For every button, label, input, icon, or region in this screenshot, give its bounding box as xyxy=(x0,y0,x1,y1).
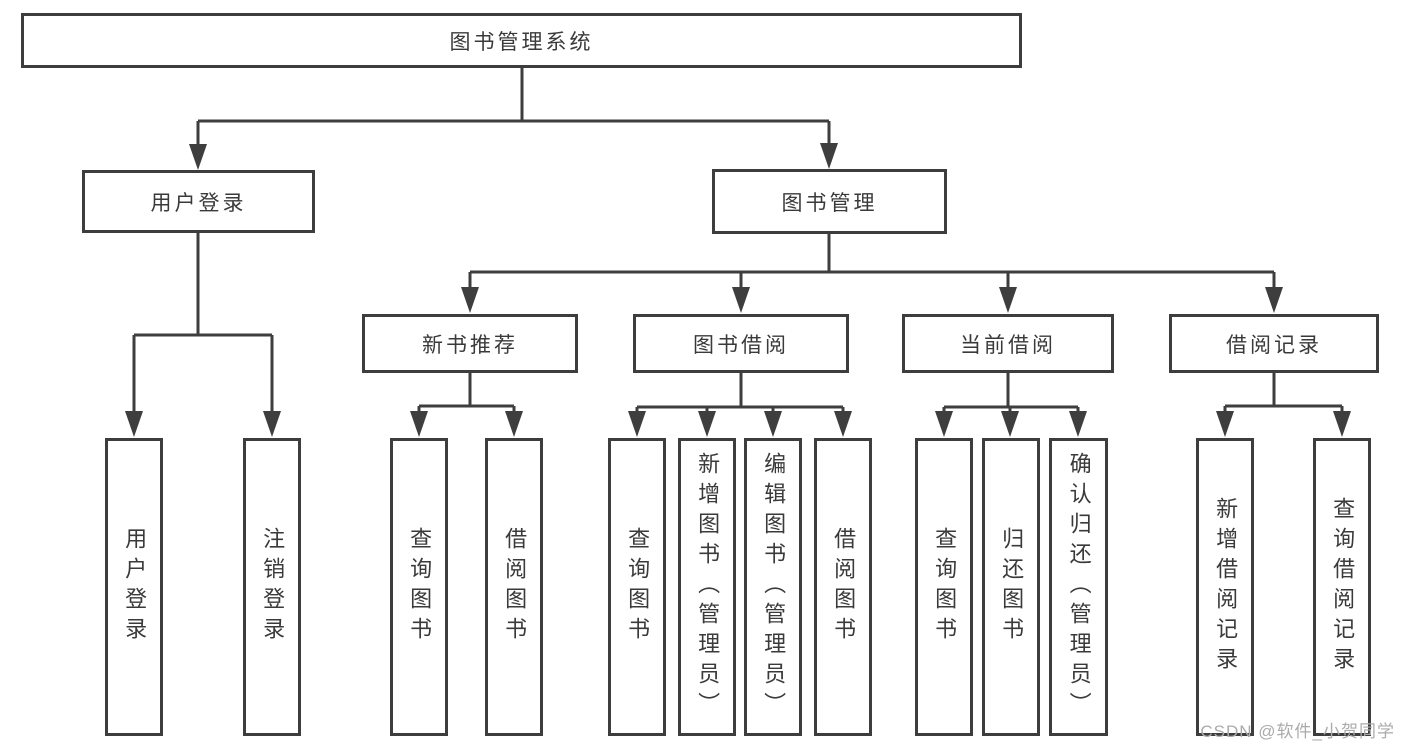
arrowhead-icon xyxy=(1333,411,1351,437)
connector-root-to-level2 xyxy=(189,68,838,170)
leaf-add-books-admin: 新增图书（管理员） xyxy=(678,438,736,736)
leaf-logout: 注销登录 xyxy=(243,438,301,736)
node-new-book-recommend: 新书推荐 xyxy=(362,314,578,373)
leaf-user-login: 用户登录 xyxy=(105,438,163,736)
arrowhead-icon xyxy=(732,287,750,313)
leaf-add-borrow-record: 新增借阅记录 xyxy=(1196,438,1254,736)
watermark-text: CSDN @软件_小贺同学 xyxy=(1200,722,1395,741)
arrowhead-icon xyxy=(1001,411,1019,437)
arrowhead-icon xyxy=(820,143,838,169)
leaf-query-borrow-record: 查询借阅记录 xyxy=(1313,438,1371,736)
node-book-management: 图书管理 xyxy=(712,169,947,234)
arrowhead-icon xyxy=(698,411,716,437)
connector-new-book-recommend-to-children xyxy=(410,373,523,437)
arrowhead-icon xyxy=(1069,411,1087,437)
leaf-query-books-3: 查询图书 xyxy=(915,438,973,736)
leaf-return-books: 归还图书 xyxy=(982,438,1040,736)
connector-current-borrowing-to-children xyxy=(935,373,1087,437)
node-user-login: 用户登录 xyxy=(82,170,315,233)
connector-borrowing-records-to-children xyxy=(1216,373,1351,437)
leaf-query-books-1: 查询图书 xyxy=(390,438,448,736)
leaf-confirm-return-admin: 确认归还（管理员） xyxy=(1049,438,1108,736)
connector-user-login-to-children xyxy=(125,233,281,437)
arrowhead-icon xyxy=(505,411,523,437)
connector-book-management-to-level3 xyxy=(461,234,1283,313)
arrowhead-icon xyxy=(410,411,428,437)
arrowhead-icon xyxy=(461,287,479,313)
leaf-borrow-books-1: 借阅图书 xyxy=(485,438,543,736)
leaf-borrow-books-2: 借阅图书 xyxy=(814,438,872,736)
arrowhead-icon xyxy=(189,144,207,170)
node-root: 图书管理系统 xyxy=(21,13,1022,68)
arrowhead-icon xyxy=(1265,287,1283,313)
arrowhead-icon xyxy=(263,411,281,437)
node-borrowing-records: 借阅记录 xyxy=(1169,314,1379,373)
arrowhead-icon xyxy=(628,411,646,437)
leaf-query-books-2: 查询图书 xyxy=(608,438,666,736)
node-book-borrowing: 图书借阅 xyxy=(633,314,849,373)
arrowhead-icon xyxy=(834,411,852,437)
arrowhead-icon xyxy=(125,411,143,437)
arrowhead-icon xyxy=(764,411,782,437)
arrowhead-icon xyxy=(999,287,1017,313)
arrowhead-icon xyxy=(935,411,953,437)
node-current-borrowing: 当前借阅 xyxy=(902,314,1114,373)
leaf-edit-books-admin: 编辑图书（管理员） xyxy=(744,438,802,736)
arrowhead-icon xyxy=(1216,411,1234,437)
connector-book-borrowing-to-children xyxy=(628,373,852,437)
